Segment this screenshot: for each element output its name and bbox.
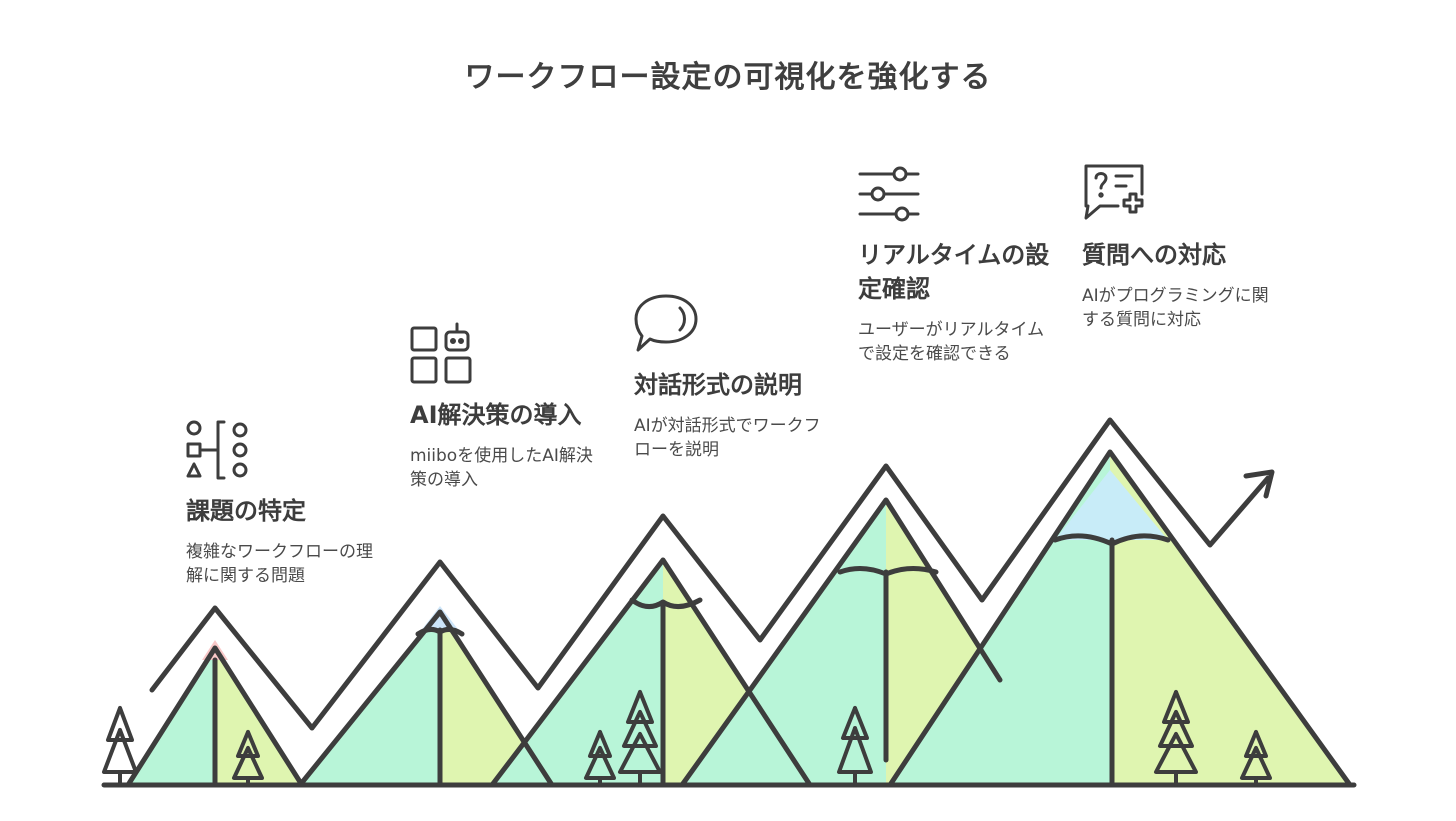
page-title: ワークフロー設定の可視化を強化する [464, 60, 992, 95]
mountain-1-outline [125, 645, 305, 788]
snowcap-4 [837, 566, 939, 577]
tree-icon [102, 706, 138, 787]
step-4-description: ユーザーがリアルタイムで設定を確認できる [858, 320, 1045, 364]
step-5-description: AIがプログラミングに関する質問に対応 [1082, 286, 1269, 330]
mountain-3-outline [489, 557, 813, 788]
step-3-description: AIが対話形式でワークフローを説明 [634, 416, 821, 460]
question-plus-icon [1084, 164, 1144, 220]
step-1-heading: 課題の特定 [186, 497, 306, 525]
tree-icon [232, 730, 264, 787]
hierarchy-icon [186, 420, 248, 480]
step-2-heading: AI解決策の導入 [410, 401, 582, 429]
mountain-2-outline [297, 609, 555, 788]
step-3: 対話形式の説明 AIが対話形式でワークフローを説明 [634, 292, 834, 462]
step-5-heading: 質問への対応 [1082, 241, 1226, 269]
step-4: リアルタイムの設定確認 ユーザーがリアルタイムで設定を確認できる [858, 164, 1050, 366]
speech-bubble-icon [634, 294, 698, 352]
step-1-description: 複雑なワークフローの理解に関する問題 [186, 542, 373, 586]
step-2-description: miiboを使用したAI解決策の導入 [410, 446, 593, 490]
step-3-heading: 対話形式の説明 [634, 371, 802, 399]
arrow-head-icon [1243, 469, 1275, 499]
sliders-icon [858, 166, 920, 222]
step-1: 課題の特定 複雑なワークフローの理解に関する問題 [186, 420, 376, 588]
mountain-5-outline [887, 449, 1353, 788]
tree-icon [1240, 730, 1272, 787]
snowcap-3 [629, 597, 703, 609]
mountain-5-peak [1055, 470, 1168, 540]
step-5: 質問への対応 AIがプログラミングに関する質問に対応 [1082, 164, 1278, 332]
ai-bot-grid-icon [410, 322, 472, 384]
mountain-4-outline [679, 497, 1003, 788]
snowcap-2 [415, 626, 465, 637]
tree-icon [584, 730, 616, 787]
step-2: AI解決策の導入 miiboを使用したAI解決策の導入 [410, 322, 606, 492]
step-4-heading: リアルタイムの設定確認 [858, 241, 1050, 303]
tree-icon [1154, 690, 1198, 787]
tree-icon [837, 706, 873, 787]
tree-icon [618, 690, 662, 787]
snowcap-5 [1052, 533, 1171, 547]
growth-path-line [149, 417, 1271, 731]
